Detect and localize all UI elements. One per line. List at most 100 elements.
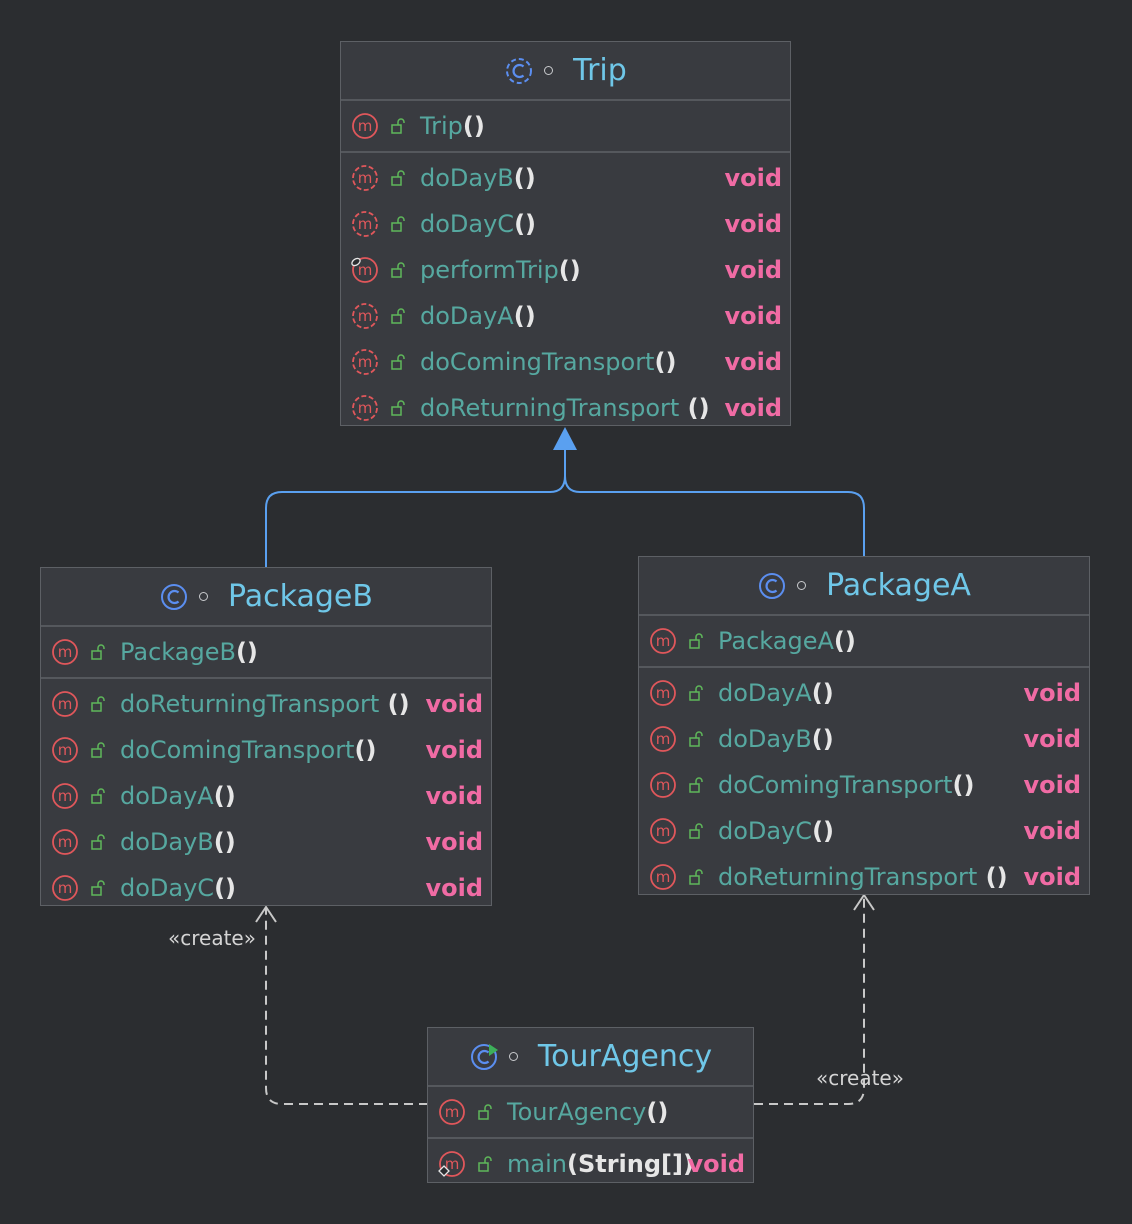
member-params: ()	[214, 874, 237, 902]
return-type: void	[425, 874, 483, 902]
method-icon: m	[52, 691, 78, 717]
class-header: Trip	[341, 42, 790, 101]
public-lock-icon	[391, 308, 405, 324]
svg-text:m: m	[58, 643, 73, 661]
svg-text:m: m	[58, 787, 73, 805]
member-identifier: doDayB	[420, 164, 514, 192]
public-lock-icon	[689, 685, 703, 701]
svg-text:m: m	[656, 776, 671, 794]
abstract-class-icon	[504, 56, 534, 86]
svg-text:m: m	[58, 741, 73, 759]
method-icon: m	[52, 737, 78, 763]
return-type: void	[425, 828, 483, 856]
class-name: PackageB	[228, 579, 373, 614]
svg-text:m: m	[58, 695, 73, 713]
class-icon	[159, 582, 189, 612]
member-identifier: doReturningTransport	[120, 690, 380, 718]
class-icon	[757, 571, 787, 601]
method-name: doComingTransport()	[718, 771, 974, 799]
member-params: ()	[952, 771, 975, 799]
method-row[interactable]: m doDayA() void	[41, 773, 491, 819]
return-type: void	[425, 782, 483, 810]
svg-text:m: m	[358, 399, 373, 417]
method-name: doDayB()	[420, 164, 536, 192]
member-params: ()	[235, 638, 258, 666]
member-params: ()	[812, 817, 835, 845]
create-label-left: «create»	[168, 926, 256, 950]
constructor-name: PackageA()	[718, 627, 856, 655]
class-header: TourAgency	[428, 1028, 753, 1087]
public-lock-icon	[689, 731, 703, 747]
svg-text:m: m	[58, 833, 73, 851]
member-params: ()	[558, 256, 581, 284]
public-lock-icon	[689, 869, 703, 885]
class-name: PackageA	[826, 568, 971, 603]
public-lock-icon	[91, 834, 105, 850]
svg-text:m: m	[358, 215, 373, 233]
member-params: ()	[513, 302, 536, 330]
svg-text:m: m	[358, 169, 373, 187]
member-identifier: doReturningTransport	[420, 394, 680, 422]
method-icon: m	[52, 875, 78, 901]
method-row[interactable]: m doDayB() void	[341, 155, 790, 201]
public-lock-icon	[91, 788, 105, 804]
svg-text:m: m	[656, 730, 671, 748]
member-params: ()	[654, 348, 677, 376]
public-lock-icon	[689, 823, 703, 839]
method-name: doDayC()	[718, 817, 834, 845]
package-visibility-icon	[797, 581, 807, 590]
class-name: Trip	[573, 53, 627, 88]
method-name: doReturningTransport ()	[120, 690, 410, 718]
return-type: void	[724, 164, 782, 192]
public-lock-icon	[689, 777, 703, 793]
static-method-icon: m	[438, 1151, 465, 1177]
return-type: void	[724, 302, 782, 330]
public-lock-icon	[91, 742, 105, 758]
member-identifier: TourAgency	[507, 1098, 647, 1126]
member-identifier: performTrip	[420, 256, 559, 284]
member-identifier: doDayC	[718, 817, 813, 845]
package-visibility-icon	[199, 592, 209, 601]
method-icon: m	[650, 680, 676, 706]
member-identifier: doComingTransport	[420, 348, 655, 376]
member-params: ()	[833, 627, 856, 655]
member-params: ()	[646, 1098, 669, 1126]
method-name: doDayA()	[120, 782, 236, 810]
method-icon: m	[650, 772, 676, 798]
public-lock-icon	[91, 644, 105, 660]
svg-text:m: m	[358, 261, 373, 279]
member-params: ()	[379, 690, 410, 718]
method-name: doComingTransport()	[420, 348, 676, 376]
abstract-method-icon: m	[352, 211, 378, 237]
member-identifier: doDayA	[718, 679, 812, 707]
